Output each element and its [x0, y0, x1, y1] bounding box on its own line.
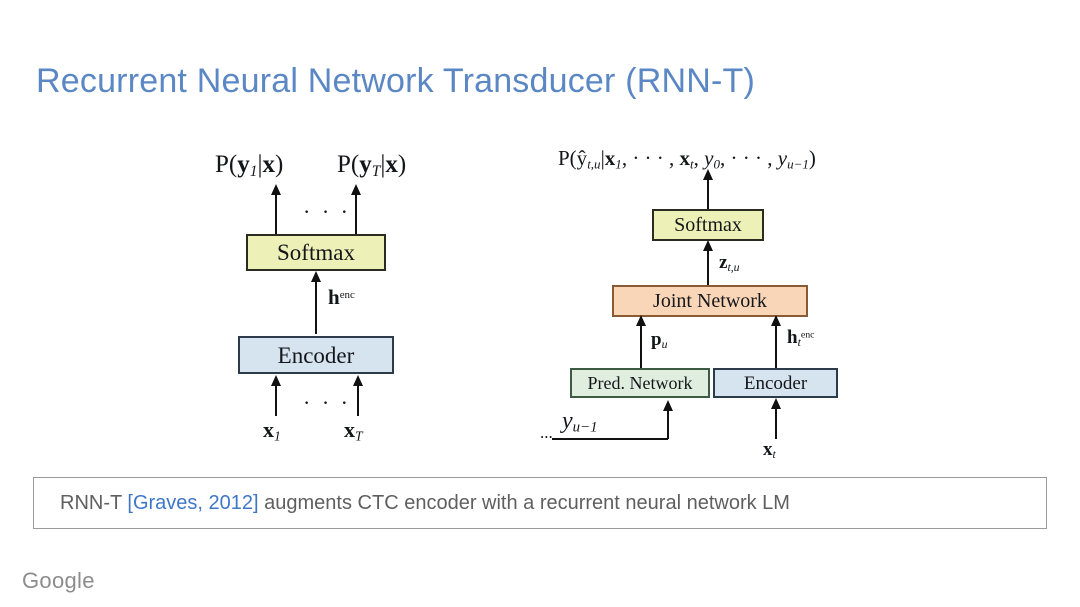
arrow-joint-to-softmax — [703, 240, 713, 285]
block-encoder: Encoder — [713, 368, 838, 398]
output-formula: P(ŷt,u|x1, · · · , xt, y0, · · · , yu−1) — [558, 146, 816, 172]
input-label-y-prev: yu−1 — [562, 408, 598, 436]
arrow-encoder-to-joint — [771, 315, 781, 368]
google-logo: Google — [22, 568, 95, 593]
caption-citation: [Graves, 2012] — [127, 491, 259, 514]
rnnt-diagram: P(ŷt,u|x1, · · · , xt, y0, · · · , yu−1)… — [500, 0, 1080, 470]
input-label-y-prev-prefix: ... — [540, 423, 553, 442]
caption-suffix: augments CTC encoder with a recurrent ne… — [258, 491, 790, 514]
arrow-xT-to-encoder — [353, 375, 363, 416]
caption-text: RNN-T [Graves, 2012] augments CTC encode… — [60, 492, 790, 515]
output-label-y1: P(y1|x) — [215, 151, 284, 180]
edge-label-h-enc: henc — [328, 285, 355, 309]
arrow-encoder-to-softmax — [311, 271, 321, 334]
input-label-xT: xT — [344, 417, 363, 444]
output-ellipsis: · · · — [303, 199, 351, 224]
block-pred-network: Pred. Network — [570, 368, 710, 398]
page-title: Recurrent Neural Network Transducer (RNN… — [36, 62, 755, 100]
arrow-softmax-to-y1 — [271, 184, 281, 235]
edge-label-h-t-enc: htenc — [787, 327, 815, 349]
block-softmax: Softmax — [246, 234, 386, 271]
caption-box: RNN-T [Graves, 2012] augments CTC encode… — [33, 477, 1047, 529]
input-ellipsis: · · · — [303, 390, 351, 415]
arrow-softmax-to-output — [703, 169, 713, 209]
block-joint-network: Joint Network — [612, 285, 808, 317]
block-softmax: Softmax — [652, 209, 764, 241]
edge-label-p-u: pu — [651, 329, 668, 351]
arrow-y-prev-to-pred — [663, 400, 673, 439]
arrow-x1-to-encoder — [271, 375, 281, 416]
ctc-diagram: P(y1|x) P(yT|x) · · · Softmax henc Encod… — [0, 0, 500, 460]
output-label-yT: P(yT|x) — [337, 151, 407, 180]
arrow-softmax-to-yT — [351, 184, 361, 235]
block-encoder: Encoder — [238, 336, 394, 374]
input-label-x-t: xt — [763, 439, 776, 461]
feedback-line-y-prev — [552, 438, 668, 440]
edge-label-z-tu: zt,u — [719, 252, 740, 274]
arrow-xt-to-encoder — [771, 398, 781, 439]
arrow-pred-to-joint — [636, 315, 646, 368]
input-label-x1: x1 — [263, 417, 281, 444]
caption-prefix: RNN-T — [60, 491, 128, 514]
